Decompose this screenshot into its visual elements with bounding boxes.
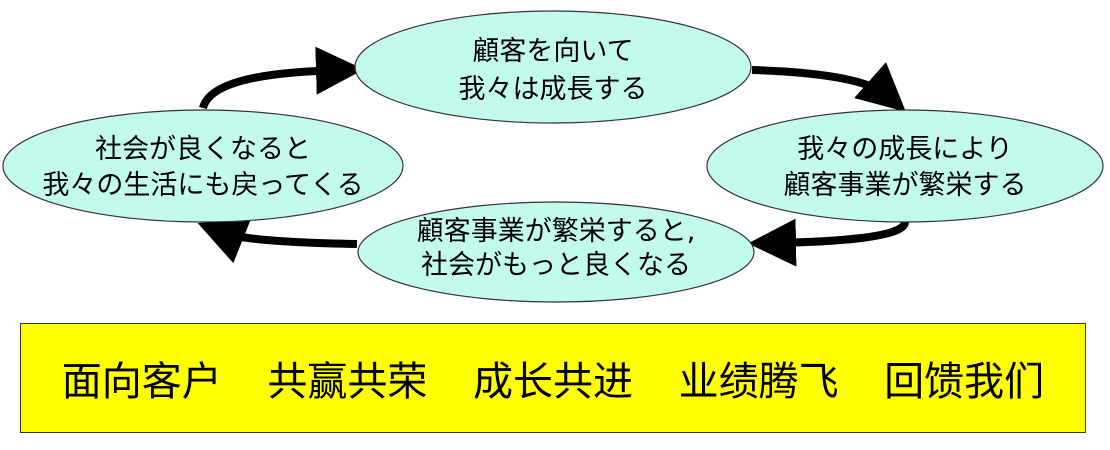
node-line: 顧客を向いて: [472, 36, 633, 67]
slogan-phrase: 业绩腾飞: [678, 359, 839, 405]
node-customer-focus: 顧客を向いて 我々は成長する: [354, 10, 752, 124]
node-our-growth: 我々の成長により 顧客事業が繁栄する: [706, 109, 1104, 223]
node-customer-prosperity: 顧客事業が繁栄すると, 社会がもっと良くなる: [357, 201, 755, 303]
arrow-growth-to-prosperity: [748, 218, 909, 267]
node-line: 社会が良くなると: [95, 134, 311, 165]
node-line: 社会がもっと良くなる: [421, 250, 691, 281]
node-line: 我々の成長により: [797, 134, 1012, 165]
arrow-prosperity-to-society: [197, 218, 358, 264]
arrow-customer-to-growth: [751, 62, 906, 112]
slogan-phrase: 回馈我们: [884, 359, 1045, 405]
slogan-phrase: 面向客户: [61, 359, 222, 405]
slogan-banner: 面向客户 共赢共荣 成长共进 业绩腾飞 回馈我们: [20, 323, 1086, 433]
slogan-phrase: 成长共进: [472, 359, 633, 405]
node-line: 顧客事業が繁栄すると,: [417, 216, 696, 247]
slogan-phrase: 共赢共荣: [267, 359, 428, 405]
node-line: 我々の生活にも戻ってくる: [42, 170, 363, 201]
node-line: 顧客事業が繁栄する: [784, 170, 1027, 201]
node-society-better: 社会が良くなると 我々の生活にも戻ってくる: [2, 109, 404, 223]
node-line: 我々は成長する: [459, 74, 648, 105]
arrow-society-to-customer: [199, 46, 364, 110]
